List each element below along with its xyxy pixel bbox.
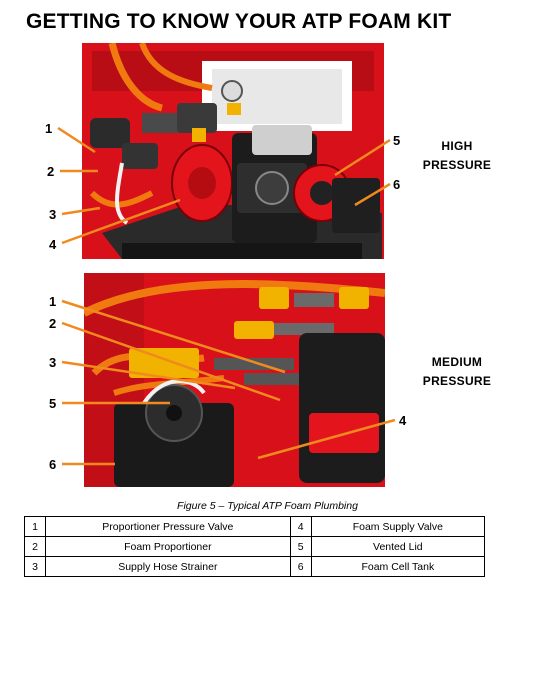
legend-right-text: Vented Lid xyxy=(310,536,486,557)
high-pressure-label: HIGH PRESSURE xyxy=(412,137,502,175)
legend-right-num: 6 xyxy=(289,556,312,577)
legend-table: 1 Proportioner Pressure Valve 4 Foam Sup… xyxy=(24,516,486,577)
callout-high-2: 2 xyxy=(47,164,55,179)
legend-left-text: Supply Hose Strainer xyxy=(45,556,291,577)
legend-row: 2 Foam Proportioner 5 Vented Lid xyxy=(24,536,486,557)
legend-left-text: Proportioner Pressure Valve xyxy=(45,516,291,537)
page-title: GETTING TO KNOW YOUR ATP FOAM KIT xyxy=(26,10,452,33)
high-pressure-label-line2: PRESSURE xyxy=(422,158,492,172)
callout-medium-4: 4 xyxy=(399,413,407,428)
callout-high-5: 5 xyxy=(393,133,401,148)
high-pressure-illustration xyxy=(82,43,384,259)
callout-high-4: 4 xyxy=(49,237,57,252)
legend-row: 1 Proportioner Pressure Valve 4 Foam Sup… xyxy=(24,516,486,537)
figure-caption: Figure 5 – Typical ATP Foam Plumbing xyxy=(177,500,358,512)
high-pressure-label-line1: HIGH xyxy=(441,139,473,153)
medium-pressure-label: MEDIUM PRESSURE xyxy=(409,353,505,391)
legend-right-text: Foam Supply Valve xyxy=(310,516,486,537)
legend-right-text: Foam Cell Tank xyxy=(310,556,486,577)
callout-medium-1: 1 xyxy=(49,294,57,309)
legend-row: 3 Supply Hose Strainer 6 Foam Cell Tank xyxy=(24,556,486,577)
callout-medium-6: 6 xyxy=(49,457,57,472)
callout-high-3: 3 xyxy=(49,207,57,222)
legend-left-text: Foam Proportioner xyxy=(45,536,291,557)
legend-left-num: 3 xyxy=(24,556,46,577)
callout-medium-2: 2 xyxy=(49,316,57,331)
legend-left-num: 2 xyxy=(24,536,46,557)
legend-right-num: 5 xyxy=(289,536,312,557)
medium-pressure-label-line2: PRESSURE xyxy=(422,374,492,388)
callout-medium-3: 3 xyxy=(49,355,57,370)
medium-pressure-label-line1: MEDIUM xyxy=(431,355,483,369)
callout-medium-5: 5 xyxy=(49,396,57,411)
legend-left-num: 1 xyxy=(24,516,46,537)
legend-right-num: 4 xyxy=(289,516,312,537)
callout-high-1: 1 xyxy=(45,121,53,136)
medium-pressure-illustration xyxy=(84,273,385,487)
callout-high-6: 6 xyxy=(393,177,401,192)
high-pressure-photo xyxy=(82,43,384,259)
medium-pressure-photo xyxy=(84,273,385,487)
